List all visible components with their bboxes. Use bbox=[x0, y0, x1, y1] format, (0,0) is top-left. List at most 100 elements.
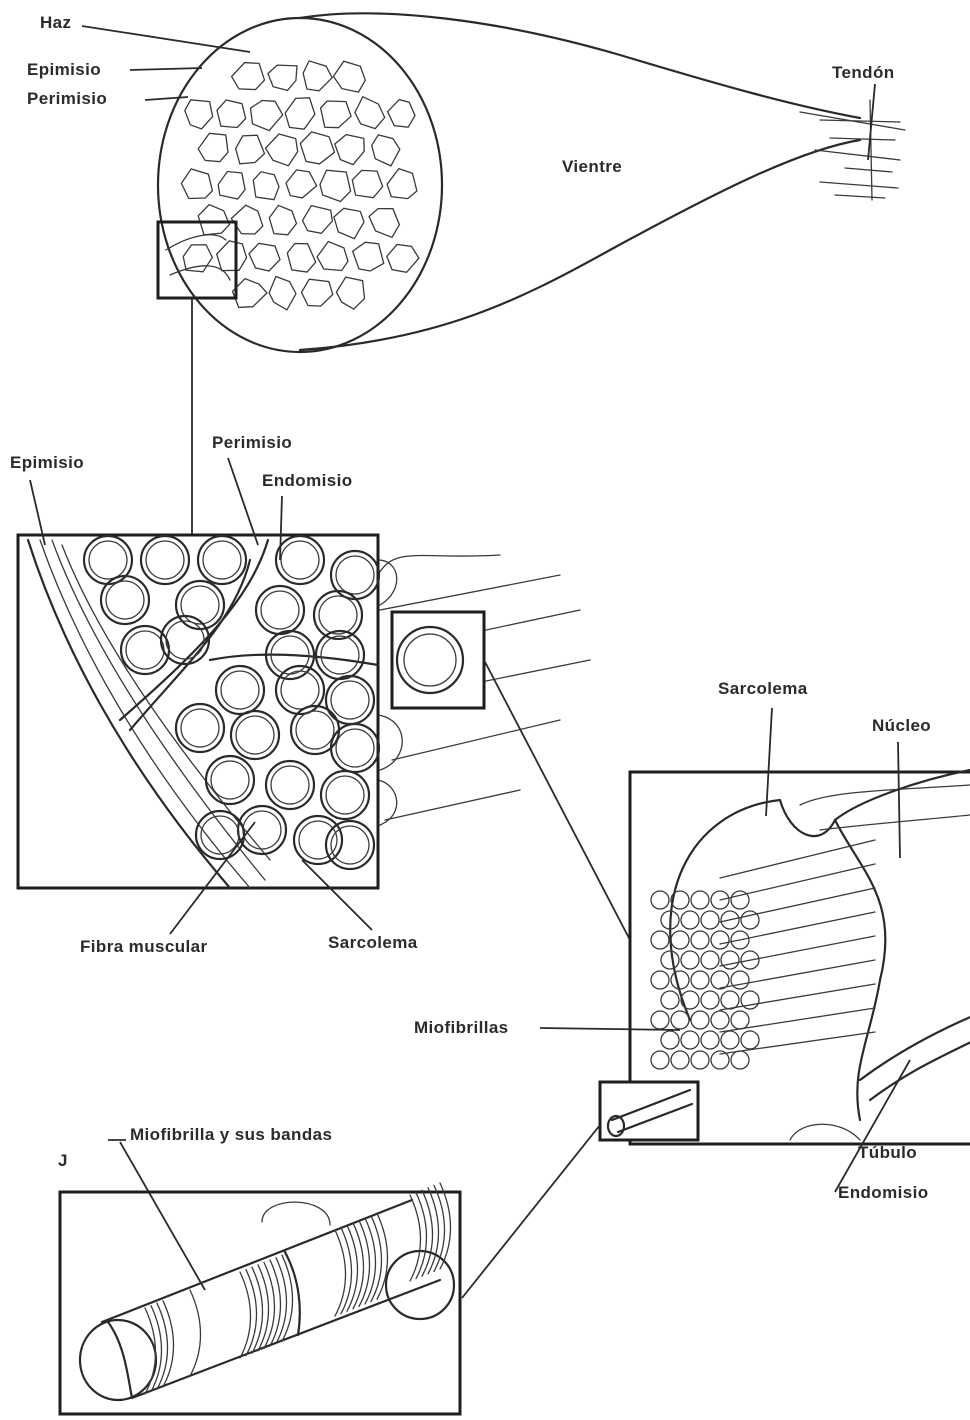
fascicle bbox=[303, 61, 332, 91]
label-haz: Haz bbox=[40, 13, 71, 32]
label-epimisio-mid: Epimisio bbox=[10, 453, 84, 472]
fascicle bbox=[387, 169, 417, 199]
fascicle bbox=[333, 61, 365, 92]
label-nucleo: Núcleo bbox=[872, 716, 931, 735]
fascicle bbox=[334, 208, 364, 238]
band-line bbox=[353, 1223, 364, 1309]
band-marks bbox=[108, 1183, 451, 1398]
band-line bbox=[440, 1183, 451, 1269]
fascicle bbox=[269, 277, 296, 310]
fascicle bbox=[217, 241, 247, 271]
label-sarcolema-mid: Sarcolema bbox=[328, 933, 418, 952]
band-line bbox=[163, 1301, 174, 1387]
fascicle bbox=[232, 63, 265, 90]
fascicle bbox=[287, 244, 315, 273]
fascicle bbox=[369, 209, 399, 238]
fascicle bbox=[388, 100, 415, 128]
label-sarcolema-right: Sarcolema bbox=[718, 679, 808, 698]
fascicle bbox=[183, 245, 212, 272]
connector-mid-to-right bbox=[484, 660, 630, 940]
label-miofibrillas: Miofibrillas bbox=[414, 1018, 509, 1037]
fiber-detail: Sarcolema Núcleo Miofibrillas Túbulo End… bbox=[414, 679, 970, 1298]
fascicle bbox=[302, 279, 333, 306]
fascicle bbox=[251, 101, 283, 131]
fascicle bbox=[233, 279, 267, 308]
panel-letter: J bbox=[58, 1151, 68, 1170]
band-line bbox=[365, 1218, 376, 1304]
fascicle bbox=[185, 100, 213, 129]
label-endomisio-right: Endomisio bbox=[838, 1183, 929, 1202]
band-line bbox=[276, 1258, 287, 1344]
band-line bbox=[416, 1193, 427, 1279]
band-line bbox=[335, 1230, 346, 1316]
band-line bbox=[410, 1195, 421, 1281]
fascicle bbox=[336, 277, 364, 309]
band-line bbox=[240, 1272, 251, 1358]
fascicle-section: Epimisio Perimisio Endomisio Fibra muscu… bbox=[10, 433, 630, 956]
fascicle bbox=[266, 134, 298, 166]
fascicle bbox=[286, 170, 317, 198]
tendon-strands bbox=[800, 100, 905, 200]
label-endomisio-mid: Endomisio bbox=[262, 471, 353, 490]
fascicle bbox=[269, 205, 296, 234]
fascicle bbox=[198, 133, 228, 161]
fascicle bbox=[352, 170, 382, 197]
zoom-box-fiber bbox=[392, 612, 484, 708]
label-perimisio-mid: Perimisio bbox=[212, 433, 292, 452]
band-line bbox=[270, 1260, 281, 1346]
band-line bbox=[145, 1308, 156, 1394]
band-line bbox=[282, 1255, 293, 1341]
band-line bbox=[371, 1216, 382, 1302]
connector-right-to-bottom bbox=[462, 1125, 600, 1298]
band-line bbox=[157, 1303, 168, 1389]
zoom-box-myofibril bbox=[600, 1082, 698, 1140]
fascicle bbox=[355, 97, 385, 129]
band-line bbox=[359, 1220, 370, 1306]
band-line bbox=[347, 1225, 358, 1311]
fascicle bbox=[353, 242, 384, 271]
z-line bbox=[108, 1322, 132, 1398]
label-fibra-muscular: Fibra muscular bbox=[80, 937, 207, 956]
label-perimisio-top: Perimisio bbox=[27, 89, 107, 108]
fascicle bbox=[285, 98, 315, 129]
fascicles bbox=[181, 61, 419, 310]
myofibril-end bbox=[80, 1320, 156, 1400]
band-line bbox=[422, 1190, 433, 1276]
band-line bbox=[246, 1270, 257, 1356]
fascicle bbox=[218, 172, 245, 200]
fascicle bbox=[317, 242, 348, 271]
label-miofibrilla-bandas: Miofibrilla y sus bandas bbox=[130, 1125, 332, 1144]
band-line bbox=[252, 1267, 263, 1353]
zoom-box-fascicle bbox=[158, 222, 236, 298]
fascicle bbox=[268, 65, 297, 90]
fascicle bbox=[236, 135, 265, 164]
band-line bbox=[341, 1228, 352, 1314]
band-line bbox=[264, 1262, 275, 1348]
label-tendon: Tendón bbox=[832, 63, 895, 82]
band-line bbox=[190, 1290, 201, 1376]
muscle-outline bbox=[300, 13, 860, 350]
band-line bbox=[258, 1265, 269, 1351]
myofibril-cylinder bbox=[102, 1200, 440, 1398]
fascicle bbox=[198, 205, 229, 235]
fascicle bbox=[217, 100, 246, 128]
band-line bbox=[428, 1188, 439, 1274]
fascicle bbox=[181, 169, 212, 199]
fascicle bbox=[372, 135, 400, 166]
fascicle bbox=[387, 245, 419, 273]
fascicle bbox=[335, 135, 364, 165]
whole-muscle: Haz Epimisio Perimisio Tendón Vientre bbox=[27, 13, 905, 538]
myofibril-bands-panel: J Miofibrilla y sus bandas bbox=[58, 1125, 460, 1414]
fascicle bbox=[253, 172, 279, 200]
label-vientre: Vientre bbox=[562, 157, 622, 176]
fascicle bbox=[249, 243, 280, 271]
fascicle bbox=[300, 132, 334, 164]
fascicle bbox=[321, 101, 352, 128]
label-tubulo: Túbulo bbox=[858, 1143, 917, 1162]
label-epimisio-top: Epimisio bbox=[27, 60, 101, 79]
fascicle bbox=[320, 170, 351, 201]
fascicle bbox=[303, 206, 333, 234]
zoom-box-myofibril-bands bbox=[60, 1192, 460, 1414]
